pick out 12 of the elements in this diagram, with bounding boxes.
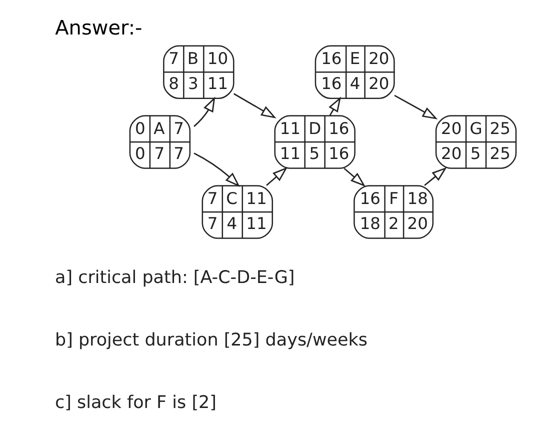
- arrow: [266, 167, 288, 186]
- label: c] slack for F is [2]: [54, 392, 216, 413]
- label: b] project duration [25] days/weeks: [54, 330, 368, 350]
- arrow: [233, 93, 276, 118]
- arrow: [394, 94, 438, 120]
- arrow: [343, 168, 366, 187]
- arrow: [328, 96, 340, 116]
- label: a] critical path: [A-C-D-E-G]: [54, 268, 294, 288]
- arrow: [193, 152, 240, 188]
- diagram-title: Answer:-: [54, 15, 142, 40]
- arrow: [193, 96, 215, 127]
- arrow: [424, 167, 446, 186]
